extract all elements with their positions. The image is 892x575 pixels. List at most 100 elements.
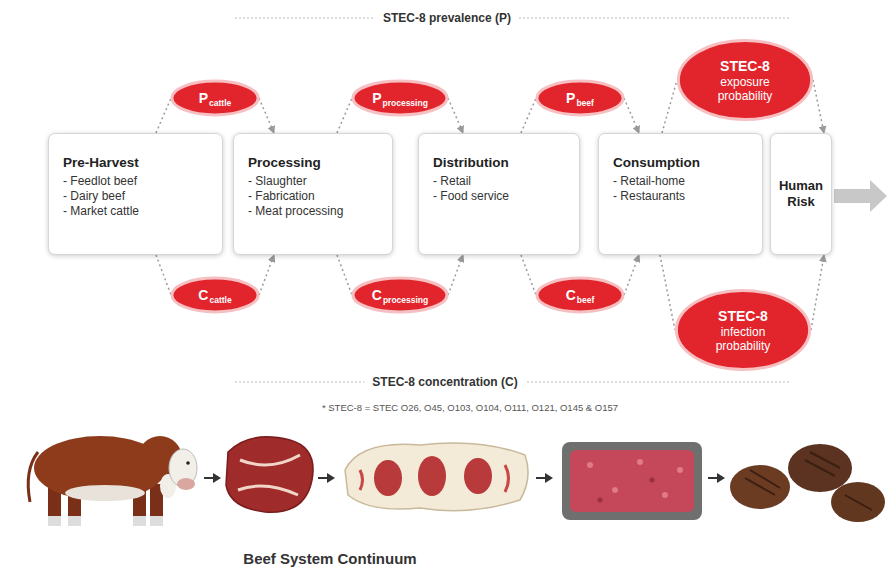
cow-picture-part xyxy=(68,516,81,526)
carcass-picture-part xyxy=(374,460,402,496)
node-content: Consumption- Retail-home- Restaurants xyxy=(613,154,752,204)
dotted-connector xyxy=(521,98,536,133)
cow-picture-part xyxy=(65,485,145,501)
node-text: - Food service xyxy=(433,189,569,204)
dotted-connector xyxy=(521,255,536,295)
node-text: - Meat processing xyxy=(248,204,382,219)
ground-beef-picture-part xyxy=(598,498,603,503)
carcass-picture-part xyxy=(360,470,363,490)
beef-cut-picture-part xyxy=(238,486,298,495)
patty-picture-part xyxy=(805,452,840,476)
flow-arrow-part xyxy=(204,477,214,479)
node-content: Processing - Slaughter- Fabrication- Meat… xyxy=(248,154,382,219)
node-text: - Market cattle xyxy=(63,204,212,219)
carcass-picture-part xyxy=(345,443,528,511)
ellipse-shape xyxy=(353,81,447,115)
node-text: infection probability xyxy=(697,325,789,353)
cow-picture-part xyxy=(48,516,61,526)
ground-beef-picture-part xyxy=(612,487,618,493)
node-content: Cbeef xyxy=(566,286,595,304)
flow-arrow-part xyxy=(318,477,328,479)
node-heading: Human Risk xyxy=(775,178,827,210)
carcass-picture-part xyxy=(464,458,492,494)
beef-cut-picture xyxy=(226,437,313,512)
node-heading: Consumption xyxy=(613,154,752,171)
node-content: Pcattle xyxy=(199,89,232,107)
prevalence-ellipse: Pprocessing xyxy=(352,80,448,116)
row-heading: STEC-8 prevalence (P) xyxy=(375,11,519,25)
node-text: processing xyxy=(383,295,428,305)
node-content: STEC-8exposure probability xyxy=(699,58,791,103)
node-heading: STEC-8 xyxy=(697,308,789,325)
flow-arrow-part xyxy=(717,473,725,483)
node-heading: C xyxy=(372,287,382,303)
node-content: Ccattle xyxy=(198,286,231,304)
carcass-picture xyxy=(345,443,528,511)
patty-picture-part xyxy=(730,465,790,509)
flow-arrow-part xyxy=(213,473,221,483)
ground-beef-picture-part xyxy=(677,467,683,473)
ground-beef-picture-part xyxy=(562,442,702,520)
node-heading: C xyxy=(198,287,208,303)
dotted-connector xyxy=(660,255,675,330)
flow-arrow-part xyxy=(545,473,553,483)
cow-picture-part xyxy=(186,461,190,465)
dotted-connector xyxy=(259,98,274,133)
prevalence-ellipse: Pcattle xyxy=(171,80,259,116)
output-arrow-part xyxy=(834,180,887,212)
flow-arrow-part xyxy=(536,477,546,479)
node-heading: Processing xyxy=(248,154,382,171)
dotted-connector xyxy=(337,98,352,133)
node-heading: P xyxy=(566,90,575,106)
stage-box: Consumption- Retail-home- Restaurants xyxy=(598,133,763,255)
node-content: Pre-Harvest- Feedlot beef- Dairy beef- M… xyxy=(63,154,212,219)
node-text: beef xyxy=(576,98,593,108)
ellipse-shape xyxy=(537,81,623,115)
dotted-connector xyxy=(813,80,824,133)
node-content: Pbeef xyxy=(566,89,594,107)
ellipse-shape xyxy=(353,278,447,312)
ground-beef-picture-part xyxy=(650,478,655,483)
patty-picture-part xyxy=(788,444,852,492)
stage-box: Processing - Slaughter- Fabrication- Meat… xyxy=(233,133,393,255)
beef-cut-picture-part xyxy=(240,455,300,465)
ellipse-shape xyxy=(172,278,258,312)
patty-picture-part xyxy=(845,495,872,510)
node-text: - Retail xyxy=(433,174,569,189)
patty-picture-part xyxy=(745,470,780,495)
node-text: - Fabrication xyxy=(248,189,382,204)
cow-picture-part xyxy=(150,516,163,526)
ground-beef-picture-part xyxy=(570,450,694,512)
dotted-connector xyxy=(156,98,171,133)
node-heading: C xyxy=(566,287,576,303)
prevalence-ellipse: Pbeef xyxy=(536,80,624,116)
ground-beef-picture xyxy=(562,442,702,520)
node-text: - Feedlot beef xyxy=(63,174,212,189)
node-text: cattle xyxy=(209,295,231,305)
node-text: cattle xyxy=(209,98,231,108)
concentration-ellipse: Ccattle xyxy=(171,277,259,313)
flow-arrow-part xyxy=(327,473,335,483)
node-text: exposure probability xyxy=(699,75,791,103)
dotted-connector xyxy=(259,255,274,295)
concentration-ellipse: Cbeef xyxy=(536,277,624,313)
node-heading: P xyxy=(372,90,381,106)
risk-box: Human Risk xyxy=(770,133,832,255)
probability-ellipse: STEC-8exposure probability xyxy=(677,38,813,122)
stage-box: Pre-Harvest- Feedlot beef- Dairy beef- M… xyxy=(48,133,223,255)
dotted-connector xyxy=(811,255,824,330)
dotted-connector xyxy=(156,255,171,295)
dotted-connector xyxy=(624,98,639,133)
concentration-ellipse: Cprocessing xyxy=(352,277,448,313)
node-text: - Slaughter xyxy=(248,174,382,189)
node-heading: P xyxy=(199,90,208,106)
ground-beef-picture-part xyxy=(662,492,668,498)
node-content: Distribution - Retail- Food service xyxy=(433,154,569,204)
ellipse-shape xyxy=(172,81,258,115)
node-text: beef xyxy=(577,295,594,305)
patty-picture-part xyxy=(831,482,885,522)
node-heading: Distribution xyxy=(433,154,569,171)
ellipse-shape xyxy=(678,41,811,120)
node-content: STEC-8infection probability xyxy=(697,308,789,353)
output-arrow xyxy=(834,180,887,212)
